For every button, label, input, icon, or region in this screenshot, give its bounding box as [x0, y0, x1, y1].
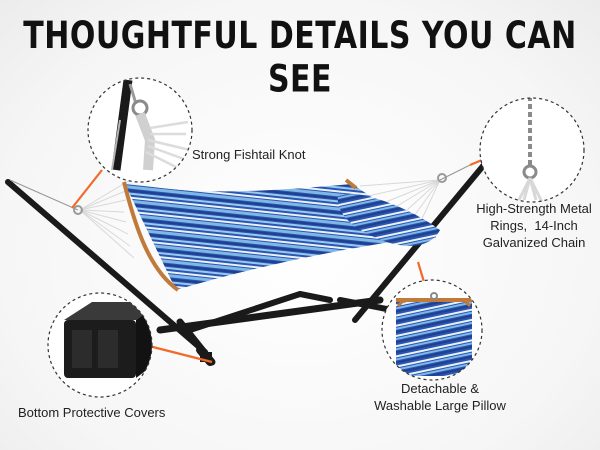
- headline: THOUGHTFUL DETAILS YOU CAN SEE: [23, 14, 577, 102]
- protective-cover-icon: [47, 292, 153, 398]
- callout-rings-line1: High-Strength Metal: [476, 201, 592, 216]
- callout-rings-line2: Rings, 14-Inch: [490, 218, 578, 233]
- pillow-icon: [337, 194, 440, 246]
- metal-ring-icon: [479, 97, 585, 203]
- pillow-detail-icon: [381, 279, 483, 381]
- end-ring-right: [437, 173, 447, 183]
- callout-fishtail-knot: Strong Fishtail Knot: [192, 147, 306, 162]
- fishtail-knot-icon: [87, 77, 193, 183]
- callout-pillow-line2: Washable Large Pillow: [374, 398, 506, 413]
- callout-pointers: [71, 158, 483, 364]
- callout-rings-line3: Galvanized Chain: [482, 235, 586, 250]
- callout-pillow: Detachable & Washable Large Pillow: [360, 380, 520, 414]
- end-ring-left: [73, 205, 83, 215]
- callout-pillow-line1: Detachable &: [400, 381, 480, 396]
- callout-protective-covers: Bottom Protective Covers: [18, 405, 166, 420]
- callout-metal-rings: High-Strength Metal Rings, 14-Inch Galva…: [470, 200, 598, 251]
